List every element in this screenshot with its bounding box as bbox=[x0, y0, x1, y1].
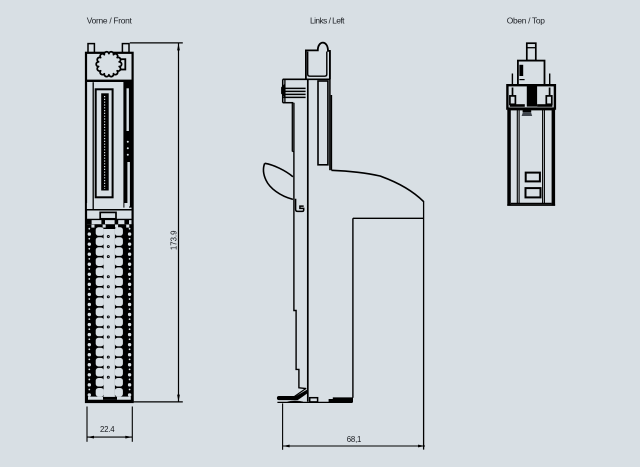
svg-text:Oben / Top: Oben / Top bbox=[507, 16, 545, 26]
svg-text:Vorne / Front: Vorne / Front bbox=[87, 16, 133, 26]
svg-text:22.4: 22.4 bbox=[100, 425, 115, 434]
svg-text:Links / Left: Links / Left bbox=[310, 16, 345, 26]
svg-text:173.9: 173.9 bbox=[170, 231, 179, 251]
svg-text:68,1: 68,1 bbox=[347, 435, 361, 444]
